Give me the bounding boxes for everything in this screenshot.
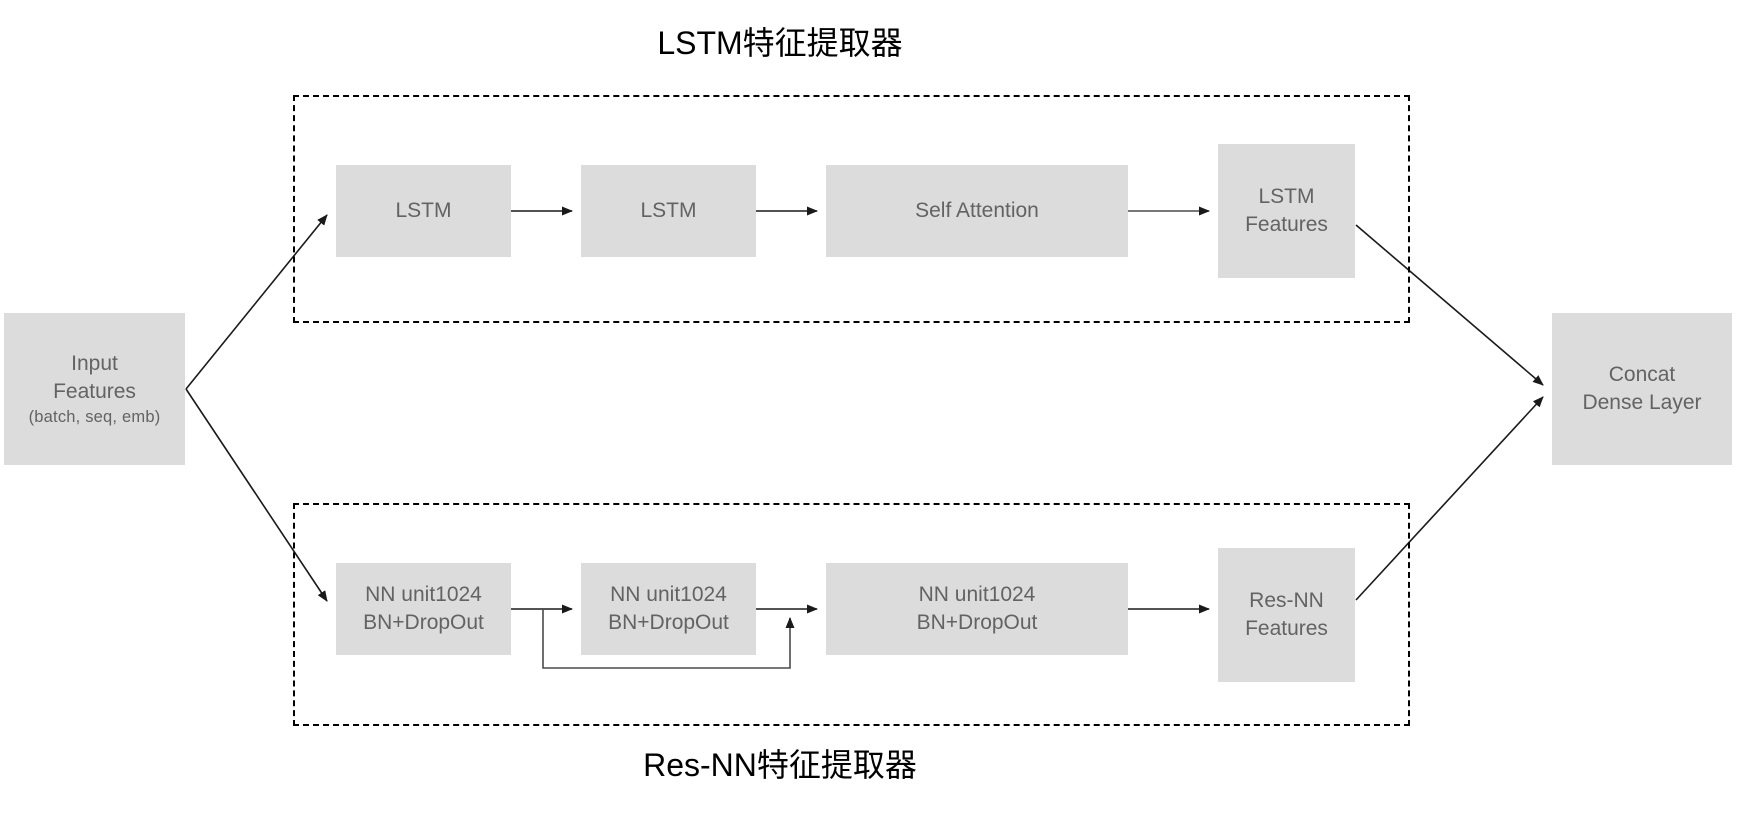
node-lstm-1-label: LSTM	[395, 198, 452, 222]
node-nn-unit-3[interactable]: NN unit1024 BN+DropOut	[826, 563, 1128, 655]
node-lstm-2[interactable]: LSTM	[581, 165, 756, 257]
node-res-nn-features[interactable]: Res-NN Features	[1218, 548, 1355, 682]
group-box-lstm	[293, 95, 1410, 323]
group-title-resnn: Res-NN特征提取器	[643, 747, 917, 783]
node-lstm-features[interactable]: LSTM Features	[1218, 144, 1355, 278]
node-input-line1: Input	[71, 351, 118, 375]
node-res-nn-features-line1: Res-NN	[1249, 588, 1324, 612]
node-concat-line2: Dense Layer	[1582, 391, 1702, 414]
node-self-attention[interactable]: Self Attention	[826, 165, 1128, 257]
node-nn-unit-1[interactable]: NN unit1024 BN+DropOut	[336, 563, 511, 655]
node-input-line2: Features	[53, 379, 136, 403]
group-title-lstm: LSTM特征提取器	[657, 25, 903, 61]
node-self-attention-label: Self Attention	[915, 198, 1039, 222]
node-nn-unit-2-line1: NN unit1024	[610, 582, 727, 606]
node-input-features[interactable]: Input Features (batch, seq, emb)	[4, 313, 185, 465]
node-concat-dense-layer[interactable]: Concat Dense Layer	[1552, 313, 1732, 465]
node-nn-unit-2-line2: BN+DropOut	[608, 611, 729, 634]
node-nn-unit-1-line2: BN+DropOut	[363, 611, 484, 634]
node-lstm-features-line2: Features	[1245, 213, 1328, 236]
node-lstm-2-label: LSTM	[640, 198, 697, 222]
node-nn-unit-1-line1: NN unit1024	[365, 582, 482, 606]
node-lstm-1[interactable]: LSTM	[336, 165, 511, 257]
group-box-resnn	[293, 503, 1410, 726]
node-nn-unit-3-line1: NN unit1024	[918, 582, 1036, 606]
node-nn-unit-3-line2: BN+DropOut	[916, 611, 1038, 634]
node-lstm-features-line1: LSTM	[1258, 184, 1315, 208]
node-concat-line1: Concat	[1608, 362, 1676, 386]
node-res-nn-features-line2: Features	[1245, 617, 1328, 640]
node-input-shape: (batch, seq, emb)	[28, 408, 161, 427]
node-nn-unit-2[interactable]: NN unit1024 BN+DropOut	[581, 563, 756, 655]
